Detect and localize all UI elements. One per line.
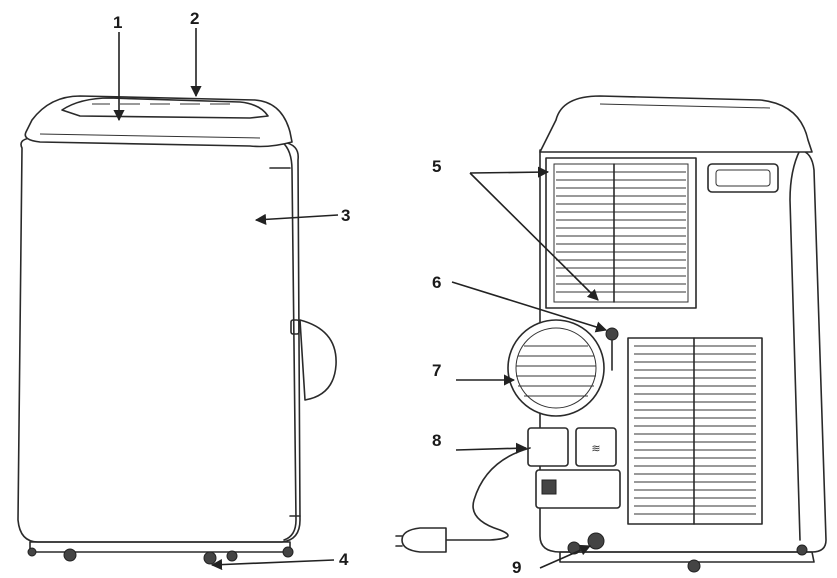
front-unit-illustration bbox=[17, 95, 337, 565]
leader-8 bbox=[455, 442, 528, 454]
leader-5a bbox=[469, 166, 550, 178]
side-bulge bbox=[299, 319, 337, 401]
front-body-panel bbox=[17, 137, 301, 543]
carry-handle-grip bbox=[715, 169, 771, 187]
caster-wheels-rear bbox=[567, 541, 808, 573]
side-latch bbox=[290, 319, 300, 335]
callout-5: 5 bbox=[432, 157, 441, 176]
leader-4 bbox=[210, 558, 335, 571]
callout-3: 3 bbox=[341, 206, 350, 225]
callout-1: 1 bbox=[113, 13, 122, 32]
callout-7: 7 bbox=[432, 361, 441, 380]
power-cord-socket bbox=[527, 427, 569, 467]
callout-8: 8 bbox=[432, 431, 441, 450]
label-plate bbox=[575, 427, 617, 467]
front-side-edge bbox=[281, 141, 297, 541]
drain-outlet bbox=[541, 479, 557, 495]
control-buttons-strip bbox=[61, 97, 269, 119]
rear-side-edge bbox=[789, 149, 801, 541]
power-plug bbox=[395, 527, 447, 553]
drain-plug bbox=[605, 327, 619, 371]
lower-air-intake-grille bbox=[627, 337, 763, 525]
panel-seam bbox=[39, 133, 261, 139]
exhaust-vent bbox=[507, 319, 605, 417]
drain-outlet-panel bbox=[535, 469, 621, 509]
carry-handle bbox=[707, 163, 779, 193]
power-cord bbox=[445, 447, 531, 541]
upper-air-filter bbox=[545, 157, 697, 309]
callout-4: 4 bbox=[339, 550, 349, 569]
callout-6: 6 bbox=[432, 273, 441, 292]
leader-3 bbox=[254, 213, 339, 225]
callout-9: 9 bbox=[512, 558, 521, 577]
leader-6 bbox=[451, 281, 608, 333]
leader-lines bbox=[113, 28, 608, 571]
leader-9 bbox=[539, 544, 592, 569]
caster-wheels-front bbox=[27, 546, 294, 565]
bottom-drain-port bbox=[587, 532, 605, 550]
rear-unit-illustration: ≋ bbox=[395, 95, 827, 573]
rear-base bbox=[559, 551, 815, 563]
rear-top bbox=[539, 95, 813, 153]
callout-2: 2 bbox=[190, 9, 199, 28]
label-plate-symbol: ≋ bbox=[591, 443, 600, 455]
callout-labels: 1 2 3 4 5 6 7 8 9 bbox=[113, 9, 521, 577]
top-control-panel bbox=[24, 95, 293, 148]
rear-top-detail bbox=[599, 103, 771, 109]
leader-5b bbox=[469, 172, 599, 301]
